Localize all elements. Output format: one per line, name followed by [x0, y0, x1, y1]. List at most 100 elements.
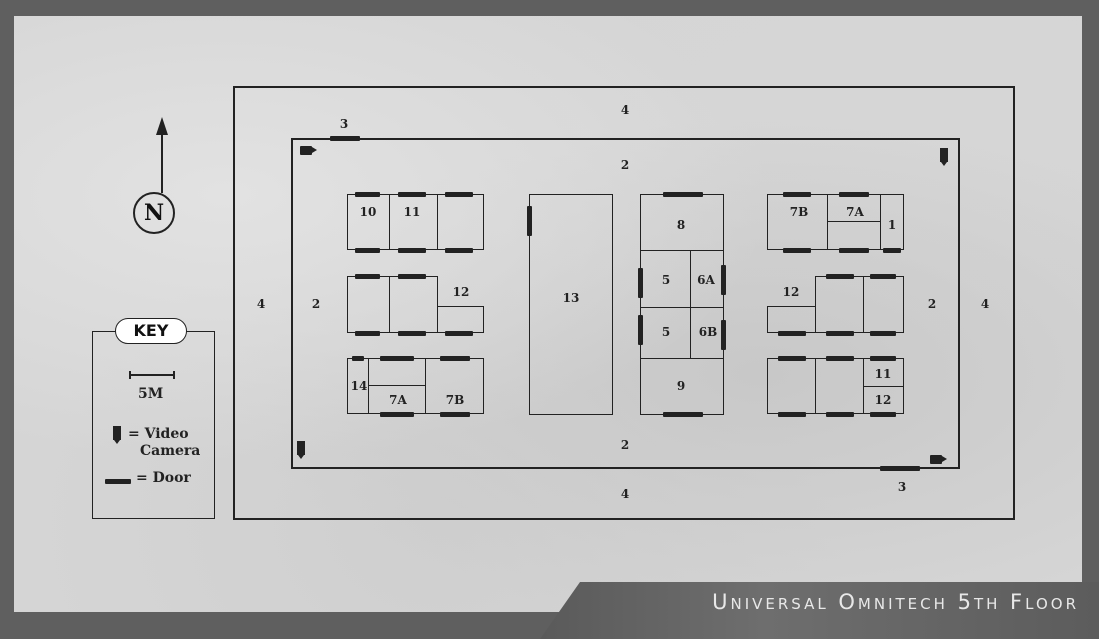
- key-box: [92, 331, 215, 519]
- key-scale: 5M: [138, 386, 164, 402]
- divider: [827, 221, 881, 222]
- room-unnamed: [437, 194, 484, 250]
- room-label: 1: [887, 218, 897, 232]
- door-icon: [778, 331, 806, 336]
- room-label: 7B: [445, 393, 465, 407]
- door-icon: [870, 356, 896, 361]
- room-label: 13: [562, 291, 580, 305]
- door-icon: [663, 412, 703, 417]
- door-icon: [330, 136, 360, 141]
- zone-outer-top: 4: [620, 103, 630, 117]
- room-label: 12: [452, 285, 470, 299]
- video-camera-icon: [930, 455, 947, 464]
- compass-north: N: [133, 192, 175, 234]
- room-label: 12: [874, 393, 892, 407]
- inner-boundary: [291, 138, 960, 469]
- room-label: 6A: [697, 273, 715, 287]
- room-label: 11: [403, 205, 421, 219]
- outer-boundary: [233, 86, 1015, 520]
- zone-outer-right: 4: [980, 297, 990, 311]
- door-icon: [721, 265, 726, 295]
- door-icon: [440, 356, 470, 361]
- zone-stair-bottom: 3: [897, 480, 907, 494]
- room-10: [347, 194, 390, 250]
- room-label: 6B: [698, 325, 718, 339]
- room-unnamed: [815, 358, 864, 414]
- room-label: 5: [661, 273, 671, 287]
- video-camera-icon: [940, 148, 948, 166]
- zone-inner-right: 2: [927, 297, 937, 311]
- map-title: Universal Omnitech 5th Floor: [712, 590, 1079, 614]
- door-icon: [826, 412, 854, 417]
- room-label: 7B: [789, 205, 809, 219]
- zone-inner-top: 2: [620, 158, 630, 172]
- key-door-label: = Door: [136, 470, 191, 486]
- north-arrow-icon: [156, 117, 168, 193]
- room-unnamed: [347, 276, 390, 333]
- room-label: 12: [782, 285, 800, 299]
- door-icon: [783, 192, 811, 197]
- room-unnamed: [767, 358, 816, 414]
- room-7a: [827, 194, 881, 250]
- room-7b: [767, 194, 828, 250]
- room-label: 7A: [389, 393, 407, 407]
- door-icon: [355, 274, 380, 279]
- room-label: 11: [874, 367, 892, 381]
- video-camera-icon: [113, 426, 121, 444]
- room-unnamed: [815, 276, 864, 333]
- door-icon: [839, 248, 869, 253]
- zone-stair-top: 3: [339, 117, 349, 131]
- door-icon: [355, 192, 380, 197]
- door-icon: [398, 331, 426, 336]
- door-icon: [638, 268, 643, 298]
- door-icon: [663, 192, 703, 197]
- video-camera-icon: [297, 441, 305, 459]
- door-icon: [380, 356, 414, 361]
- key-camera-label-2: Camera: [140, 443, 201, 459]
- door-icon: [355, 331, 380, 336]
- door-icon: [826, 356, 854, 361]
- door-icon: [398, 248, 426, 253]
- door-icon: [380, 412, 414, 417]
- video-camera-icon: [300, 146, 317, 155]
- room-11: [389, 194, 438, 250]
- door-icon: [839, 192, 869, 197]
- door-icon: [883, 248, 901, 253]
- key-title: KEY: [115, 318, 187, 344]
- room-label: 14: [350, 379, 368, 393]
- key-camera-label-1: = Video: [128, 426, 189, 442]
- room-12: [767, 306, 816, 333]
- door-icon: [778, 356, 806, 361]
- door-icon: [445, 248, 473, 253]
- door-icon: [440, 412, 470, 417]
- zone-inner-bottom: 2: [620, 438, 630, 452]
- zone-inner-left: 2: [311, 297, 321, 311]
- door-icon: [870, 412, 896, 417]
- room-unnamed: [389, 276, 438, 333]
- door-icon: [783, 248, 811, 253]
- room-unnamed: [863, 276, 904, 333]
- door-icon: [398, 274, 426, 279]
- divider: [368, 385, 426, 386]
- door-icon: [352, 356, 364, 361]
- door-icon: [398, 192, 426, 197]
- door-icon: [870, 274, 896, 279]
- room-label: 10: [359, 205, 377, 219]
- door-icon: [826, 331, 854, 336]
- scale-bar-icon: [129, 371, 175, 379]
- door-icon: [778, 412, 806, 417]
- room-label: 7A: [846, 205, 864, 219]
- door-icon: [105, 479, 131, 484]
- door-icon: [721, 320, 726, 350]
- door-icon: [880, 466, 920, 471]
- door-icon: [355, 248, 380, 253]
- zone-outer-left: 4: [256, 297, 266, 311]
- door-icon: [527, 206, 532, 236]
- map-paper: [14, 16, 1082, 612]
- room-label: 5: [661, 325, 671, 339]
- door-icon: [826, 274, 854, 279]
- room-13: [529, 194, 613, 415]
- door-icon: [870, 331, 896, 336]
- door-icon: [445, 331, 473, 336]
- door-icon: [638, 315, 643, 345]
